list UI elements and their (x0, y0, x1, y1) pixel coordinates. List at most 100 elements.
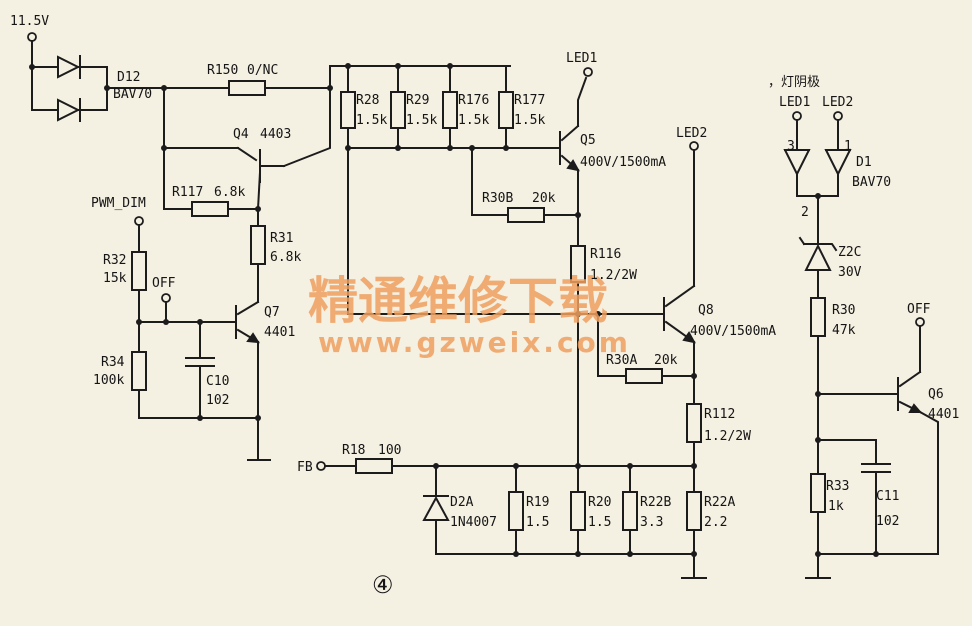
r112-ref: R112 (704, 407, 735, 422)
vin-label: 11.5V (10, 14, 49, 29)
r28-ref: R28 (356, 93, 379, 108)
r112-resistor (686, 403, 702, 443)
r116-ref: R116 (590, 247, 621, 262)
r117-value: 6.8k (214, 185, 245, 200)
sense-section (316, 458, 707, 579)
c11-ref: C11 (876, 489, 899, 504)
r34-value: 100k (93, 373, 124, 388)
q4-section (161, 85, 333, 303)
r32-ref: R32 (103, 253, 126, 268)
z2c-zener (798, 236, 838, 299)
q6-ref: Q6 (928, 387, 944, 402)
d1-ref: D1 (856, 155, 872, 170)
watermark-site-name: 精通维修下载 (308, 272, 608, 330)
q4-ref: Q4 (233, 127, 249, 142)
r150-ref: R150 (207, 63, 238, 78)
r18-resistor (355, 458, 393, 474)
fb-label: FB (297, 460, 313, 475)
off-left-label: OFF (152, 276, 176, 291)
d1-diode (783, 149, 852, 177)
r20-value: 1.5 (588, 515, 611, 530)
d2a-ref: D2A (450, 495, 474, 510)
q6-value: 4401 (928, 407, 959, 422)
r177-ref: R177 (514, 93, 545, 108)
r34-ref: R34 (101, 355, 125, 370)
r117-ref: R117 (172, 185, 203, 200)
r28-resistor (340, 65, 356, 149)
c11-value: 102 (876, 514, 899, 529)
r18-ref: R18 (342, 443, 365, 458)
r176-value: 1.5k (458, 113, 489, 128)
r30a-resistor (625, 368, 663, 384)
r30-resistor (810, 297, 826, 337)
r30b-ref: R30B (482, 191, 513, 206)
r20-ref: R20 (588, 495, 611, 510)
c10-value: 102 (206, 393, 229, 408)
q5-value: 400V/1500mA (580, 155, 666, 170)
r18-value: 100 (378, 443, 401, 458)
d1-value: BAV70 (852, 175, 891, 190)
r33-resistor (810, 473, 826, 513)
r176-ref: R176 (458, 93, 489, 108)
r31-ref: R31 (270, 231, 293, 246)
r177-resistor (498, 65, 514, 149)
r29-resistor (390, 65, 406, 149)
c10-ref: C10 (206, 374, 229, 389)
q7-ref: Q7 (264, 305, 280, 320)
input-section (27, 32, 331, 122)
d1-pin-b: 1 (844, 139, 852, 154)
d2a-diode (422, 465, 450, 555)
r22a-ref: R22A (704, 495, 735, 510)
r30-value: 47k (832, 323, 856, 338)
r176-resistor (442, 65, 458, 149)
watermark: 精通维修下载 www.gzweix.com (308, 272, 631, 359)
led1-q5-label: LED1 (566, 51, 597, 66)
q7-value: 4401 (264, 325, 295, 340)
r20-resistor (570, 465, 586, 555)
q5-ref: Q5 (580, 133, 596, 148)
d12-ref: D12 (117, 70, 140, 85)
d12-diode-top (57, 55, 81, 79)
q5-section (329, 63, 593, 467)
q8-section (347, 141, 702, 467)
q8-ref: Q8 (698, 303, 714, 318)
cathode-title: ，灯阴极 (768, 75, 820, 90)
r29-ref: R29 (406, 93, 429, 108)
r19-resistor (508, 465, 524, 555)
r31-value: 6.8k (270, 250, 301, 265)
component-labels: D12 BAV70 R150 0/NC Q4 4403 R117 6.8k R3… (93, 63, 959, 530)
watermark-url: www.gzweix.com (318, 326, 631, 359)
off-detect-section (783, 111, 939, 579)
r32-value: 15k (103, 271, 127, 286)
r30-ref: R30 (832, 303, 855, 318)
d1-pin-a: 3 (787, 139, 795, 154)
r150-resistor (228, 80, 266, 96)
q4-value: 4403 (260, 127, 291, 142)
z2c-ref: Z2C (838, 245, 861, 260)
r28-value: 1.5k (356, 113, 387, 128)
d1-pin-common: 2 (801, 205, 809, 220)
r112-value: 1.2/2W (704, 429, 751, 444)
r22a-value: 2.2 (704, 515, 727, 530)
r117-resistor (191, 201, 229, 217)
led2-q8-label: LED2 (676, 126, 707, 141)
d12-diode-bottom (57, 98, 81, 122)
r22b-value: 3.3 (640, 515, 663, 530)
r22a-resistor (686, 465, 702, 579)
r34-resistor (131, 351, 147, 391)
r30a-ref: R30A (606, 353, 637, 368)
r29-value: 1.5k (406, 113, 437, 128)
r31-resistor (250, 225, 266, 265)
r150-value: 0/NC (247, 63, 278, 78)
input-terminal (27, 32, 37, 42)
r177-value: 1.5k (514, 113, 545, 128)
r19-value: 1.5 (526, 515, 549, 530)
figure-number: ④ (372, 571, 394, 599)
net-labels: 11.5V PWM_DIM OFF FB LED1 LED2 ，灯阴极 LED1… (10, 14, 931, 475)
r116-value: 1.2/2W (590, 268, 637, 283)
r33-ref: R33 (826, 479, 849, 494)
c11-capacitor (861, 463, 891, 473)
off-right-label: OFF (907, 302, 931, 317)
r22b-resistor (622, 465, 638, 555)
